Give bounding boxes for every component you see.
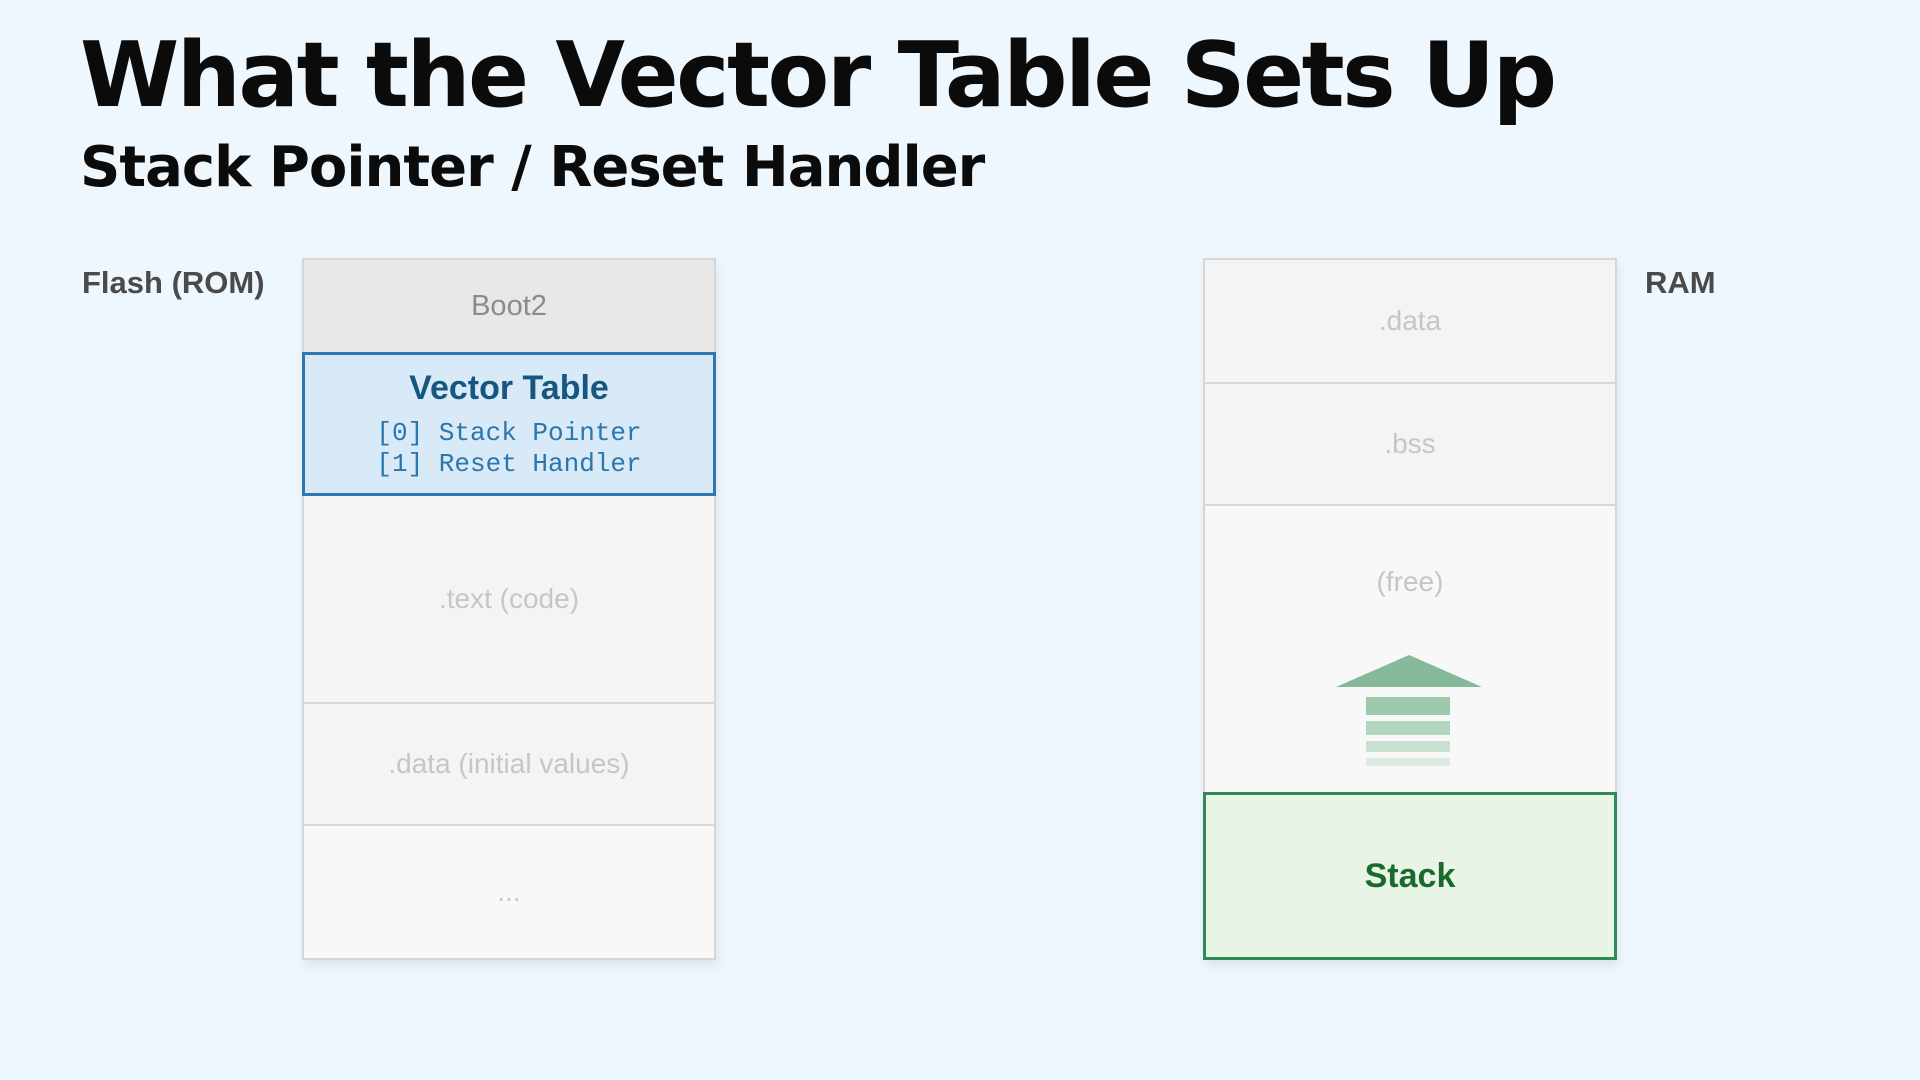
flash-label: Flash (ROM) bbox=[82, 265, 265, 300]
flash-region-vector-table: Vector Table [0] Stack Pointer [1] Reset… bbox=[302, 352, 716, 496]
up-arrow-icon bbox=[1336, 655, 1482, 766]
page-title: What the Vector Table Sets Up bbox=[80, 23, 1557, 128]
flash-memory-map: Boot2 Vector Table [0] Stack Pointer [1]… bbox=[302, 258, 716, 960]
ram-region-data: .data bbox=[1205, 260, 1615, 382]
ram-region-bss: .bss bbox=[1205, 382, 1615, 504]
vector-table-title: Vector Table bbox=[409, 368, 609, 407]
ram-memory-map: .data .bss (free) Stack bbox=[1203, 258, 1617, 960]
ram-region-stack: Stack bbox=[1203, 792, 1617, 960]
ram-label: RAM bbox=[1645, 265, 1716, 300]
flash-region-data-initial: .data (initial values) bbox=[304, 702, 714, 824]
flash-region-more: ... bbox=[304, 824, 714, 958]
flash-region-boot2: Boot2 bbox=[304, 260, 714, 352]
vector-entry-reset-handler: [1] Reset Handler bbox=[376, 448, 642, 479]
flash-region-text: .text (code) bbox=[304, 496, 714, 702]
page-subtitle: Stack Pointer / Reset Handler bbox=[80, 135, 985, 200]
vector-entry-stack-pointer: [0] Stack Pointer bbox=[376, 417, 642, 448]
